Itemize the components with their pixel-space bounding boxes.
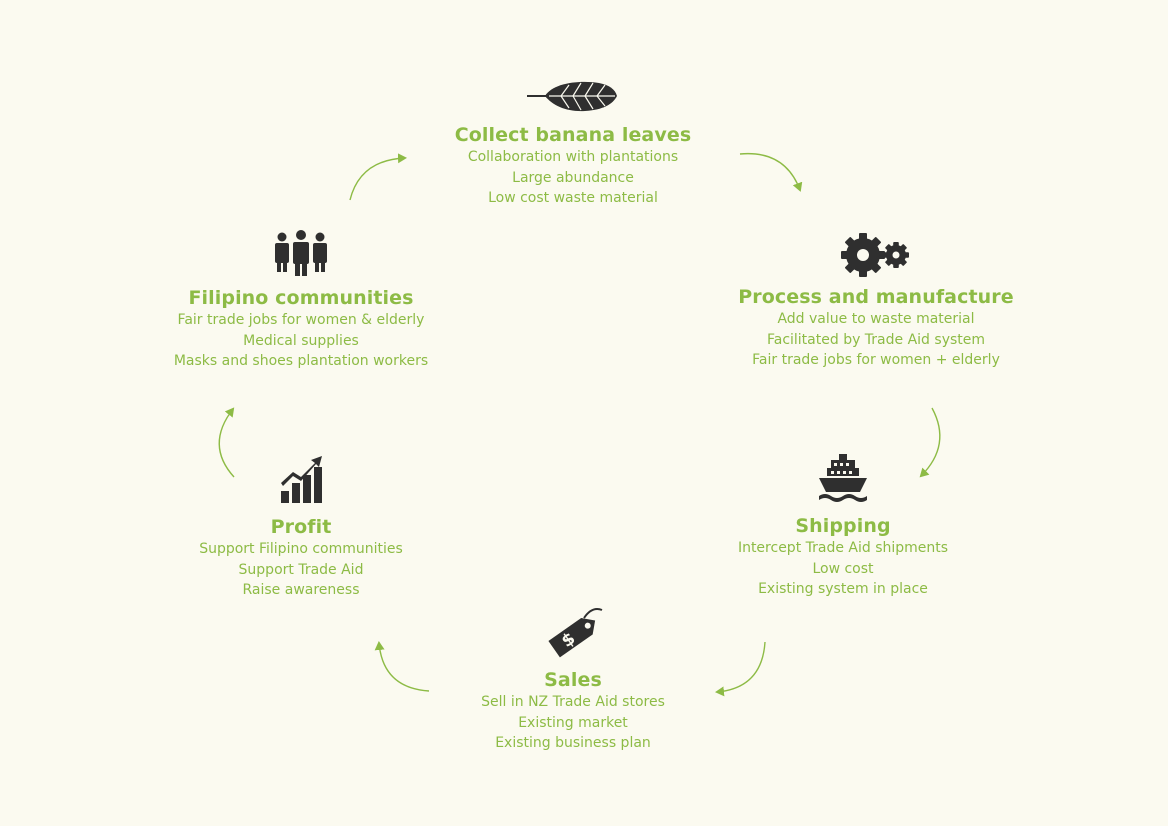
step-line: Support Trade Aid	[238, 561, 364, 578]
arrow-collect-to-process	[739, 152, 803, 192]
step-title: Profit	[270, 516, 332, 538]
step-title: Process and manufacture	[738, 286, 1014, 308]
step-line: Sell in NZ Trade Aid stores	[481, 694, 665, 710]
step-profit: Profit Support Filipino communities Supp…	[151, 455, 451, 601]
step-line: Low cost	[812, 560, 874, 577]
step-line: Low cost waste material	[488, 190, 658, 206]
step-line: Support Filipino communities	[199, 541, 403, 557]
step-line: Facilitated by Trade Aid system	[766, 331, 986, 348]
gears-icon	[841, 233, 909, 277]
step-line: Fair trade jobs for women + elderly	[752, 352, 1000, 368]
step-title: Sales	[544, 669, 602, 691]
arrow-sales-to-profit	[374, 641, 430, 692]
step-line: Fair trade jobs for women & elderly	[177, 312, 425, 328]
step-line: Medical supplies	[243, 332, 359, 349]
step-title: Shipping	[795, 515, 891, 537]
step-line: Existing system in place	[758, 581, 928, 597]
step-line: Intercept Trade Aid shipments	[737, 540, 949, 556]
step-line: Large abundance	[512, 169, 634, 186]
people-icon	[275, 230, 327, 276]
step-shipping: Shipping Intercept Trade Aid shipments L…	[693, 452, 993, 600]
step-line: Existing market	[518, 714, 628, 731]
step-filipino: Filipino communities Fair trade jobs for…	[151, 230, 451, 372]
ship-icon	[819, 454, 867, 502]
step-line: Masks and shoes plantation workers	[173, 353, 429, 369]
arrow-shipping-to-sales	[715, 641, 766, 697]
step-title: Filipino communities	[188, 287, 414, 309]
arrow-profit-to-filipino	[218, 407, 235, 478]
step-line: Raise awareness	[242, 582, 360, 598]
price-tag-icon: $	[548, 608, 603, 658]
step-process: Process and manufacture Add value to was…	[726, 232, 1026, 371]
step-collect: Collect banana leaves Collaboration with…	[423, 80, 723, 209]
leaf-icon	[527, 81, 617, 112]
step-sales: $ Sales Sell in NZ Trade Aid stores Exis…	[423, 606, 723, 754]
step-line: Collaboration with plantations	[467, 149, 679, 165]
step-line: Add value to waste material	[777, 311, 975, 327]
arrow-filipino-to-collect	[349, 153, 407, 201]
growth-chart-icon	[281, 456, 322, 503]
step-line: Existing business plan	[495, 735, 651, 751]
arrow-process-to-shipping	[919, 407, 941, 478]
step-title: Collect banana leaves	[454, 124, 692, 146]
